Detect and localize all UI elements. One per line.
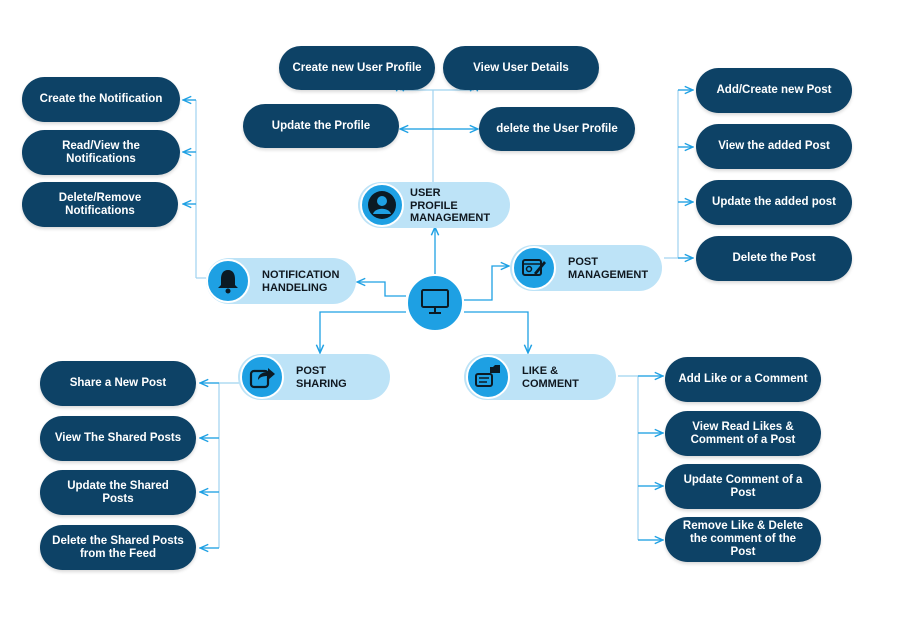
hub-notification-handeling: NOTIFICATION HANDELING [206,258,356,304]
hub-label: NOTIFICATION HANDELING [262,269,340,294]
node-update-comment: Update Comment of a Post [665,464,821,509]
node-create-user-profile: Create new User Profile [279,46,435,90]
hub-post-sharing: POST SHARING [238,354,390,400]
node-view-shared-posts: View The Shared Posts [40,416,196,461]
node-share-post: Share a New Post [40,361,196,406]
node-remove-like-comment: Remove Like & Delete the comment of the … [665,517,821,562]
hub-label: LIKE & COMMENT [522,365,579,390]
node-delete-notifications: Delete/Remove Notifications [22,182,178,227]
center-node [406,274,464,332]
computer-monitor-icon [418,284,452,323]
edit-post-icon [512,246,556,290]
hub-user-profile-management: USER PROFILE MANAGEMENT [358,182,510,228]
node-view-likes-comments: View Read Likes & Comment of a Post [665,411,821,456]
hub-post-management: POST MANAGEMENT [510,245,662,291]
node-delete-shared-posts: Delete the Shared Posts from the Feed [40,525,196,570]
node-add-like-comment: Add Like or a Comment [665,357,821,402]
node-add-post: Add/Create new Post [696,68,852,113]
hub-label: POST SHARING [296,365,347,390]
node-delete-user-profile: delete the User Profile [479,107,635,151]
node-update-profile: Update the Profile [243,104,399,148]
node-view-post: View the added Post [696,124,852,169]
hub-like-comment: LIKE & COMMENT [464,354,616,400]
node-read-notifications: Read/View the Notifications [22,130,180,175]
node-delete-post: Delete the Post [696,236,852,281]
user-avatar-icon [360,183,404,227]
node-create-notification: Create the Notification [22,77,180,122]
node-update-shared-posts: Update the Shared Posts [40,470,196,515]
hub-label: USER PROFILE MANAGEMENT [410,187,491,224]
bell-icon [206,259,250,303]
hub-label: POST MANAGEMENT [568,256,649,281]
share-arrow-icon [240,355,284,399]
like-comment-icon [466,355,510,399]
node-view-user-details: View User Details [443,46,599,90]
node-update-post: Update the added post [696,180,852,225]
